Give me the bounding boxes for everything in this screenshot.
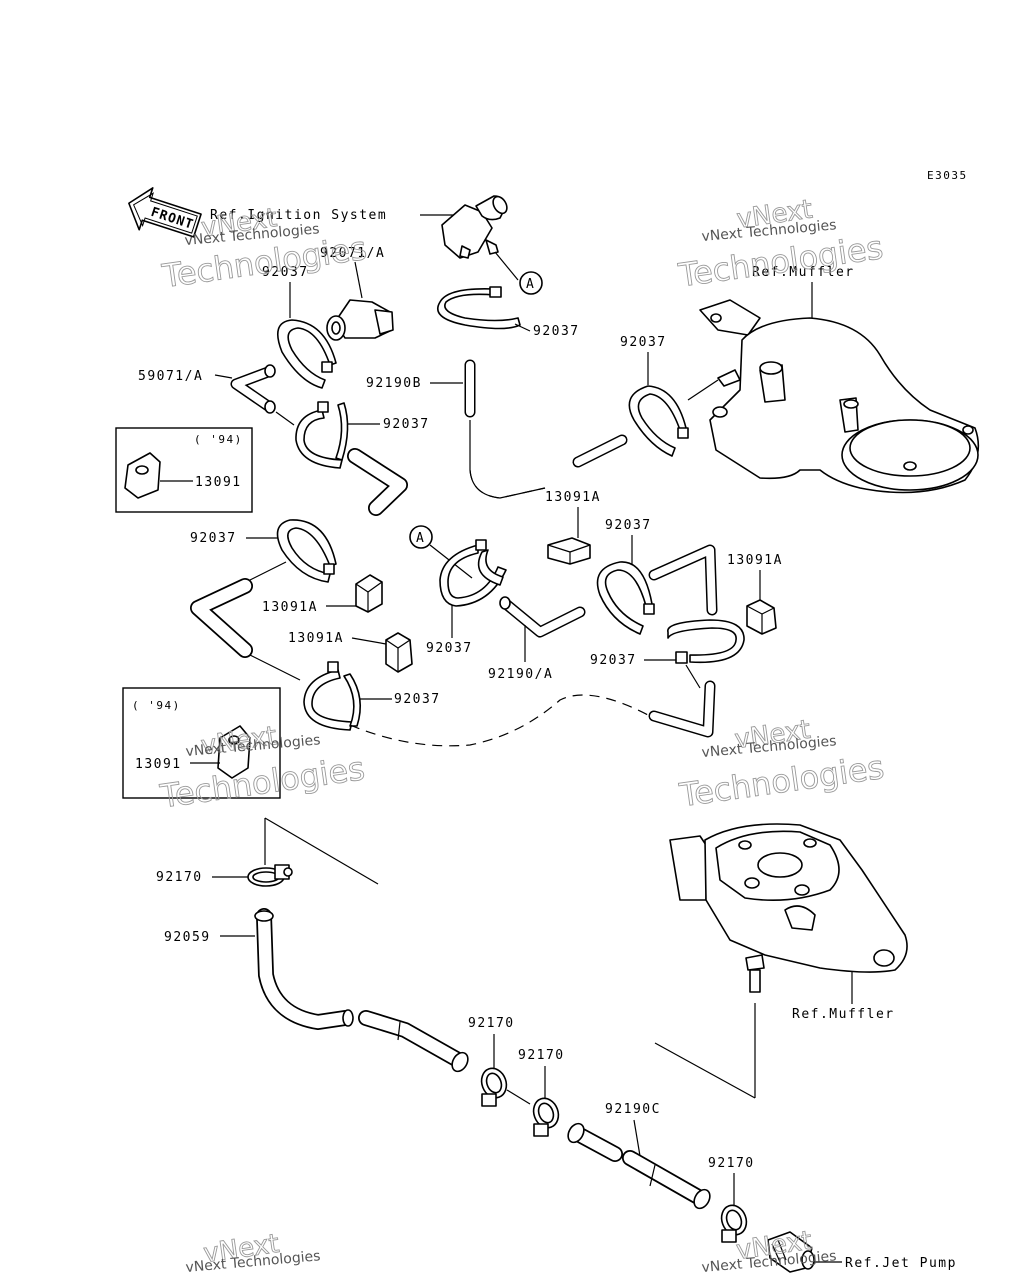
hose-small-left (347, 448, 408, 516)
label-92037-2: 92037 (533, 324, 580, 339)
label-92037-1: 92037 (262, 265, 309, 280)
clamp-92037-8 (667, 619, 745, 664)
box2-part: 13091 (135, 757, 182, 772)
part-13091a-1 (547, 537, 591, 565)
clamp-92037-6 (439, 539, 507, 607)
clamp-92170-3 (532, 1097, 560, 1137)
hose-mid-top (572, 434, 628, 468)
label-92059: 92059 (164, 930, 211, 945)
part-13091a-3 (385, 632, 413, 673)
ref-muffler-bottom: Ref.Muffler (792, 1007, 895, 1022)
label-92037-4: 92037 (620, 335, 667, 350)
label-92037-6: 92037 (426, 641, 473, 656)
label-92190a: 92190/A (488, 667, 553, 682)
label-59071a: 59071/A (138, 369, 203, 384)
muffler-top (699, 299, 980, 494)
label-13091a-1: 13091A (545, 490, 601, 505)
hose-mid-left (190, 578, 253, 658)
box-94-bottom: ( '94) 13091 (122, 687, 281, 799)
ignition-junction (441, 195, 508, 259)
clamp-92170-4 (720, 1204, 748, 1243)
part-13091a-2 (355, 574, 383, 613)
clamp-92037-1 (276, 319, 337, 389)
label-92037-3: 92037 (383, 417, 430, 432)
label-13091a-2: 13091A (262, 600, 318, 615)
ref-ignition-label: Ref.Ignition System (210, 208, 387, 223)
label-92071a: 92071/A (320, 246, 385, 261)
clamp-92037-9 (303, 661, 362, 731)
front-arrow: FRONT (128, 187, 202, 238)
label-92190c: 92190C (605, 1102, 661, 1117)
hose-92059-end (358, 1010, 469, 1073)
clamp-92170-2 (480, 1067, 508, 1107)
hose-right-upper (648, 544, 718, 616)
part-59071a (230, 364, 276, 414)
clamp-92037-4 (628, 385, 689, 457)
label-92170-3: 92170 (518, 1048, 565, 1063)
hose-92190c (567, 1122, 711, 1210)
hose-92190a (499, 596, 586, 638)
diagram-code: E3035 (927, 169, 968, 182)
box2-year: ( '94) (132, 699, 181, 712)
clamp-92037-2 (437, 286, 521, 330)
ref-muffler-top: Ref.Muffler (752, 265, 855, 280)
label-92037-7: 92037 (605, 518, 652, 533)
label-92037-5: 92037 (190, 531, 237, 546)
label-13091a-4: 13091A (727, 553, 783, 568)
muffler-bottom (669, 823, 908, 993)
label-92170-2: 92170 (468, 1016, 515, 1031)
clamp-92037-3 (295, 401, 349, 469)
box1-part: 13091 (195, 475, 242, 490)
hose-92059 (254, 908, 354, 1030)
clamp-92037-5 (276, 519, 337, 583)
callout-a-top: A (526, 277, 535, 292)
ref-jet-pump: Ref.Jet Pump (845, 1256, 957, 1271)
clamp-92170-1 (247, 864, 293, 887)
label-92170-1: 92170 (156, 870, 203, 885)
jet-pump-fitting (767, 1231, 815, 1273)
part-92071a (326, 299, 394, 341)
clamp-92037-7 (596, 561, 655, 635)
hose-right-lower (648, 680, 716, 738)
label-13091a-3: 13091A (288, 631, 344, 646)
part-13091a-4 (746, 599, 777, 635)
box-94-top: ( '94) 13091 (115, 427, 253, 513)
label-92190b: 92190B (366, 376, 422, 391)
label-92037-8: 92037 (590, 653, 637, 668)
callout-a-mid: A (416, 531, 425, 546)
label-92037-9: 92037 (394, 692, 441, 707)
label-92170-4: 92170 (708, 1156, 755, 1171)
box1-year: ( '94) (194, 433, 243, 446)
